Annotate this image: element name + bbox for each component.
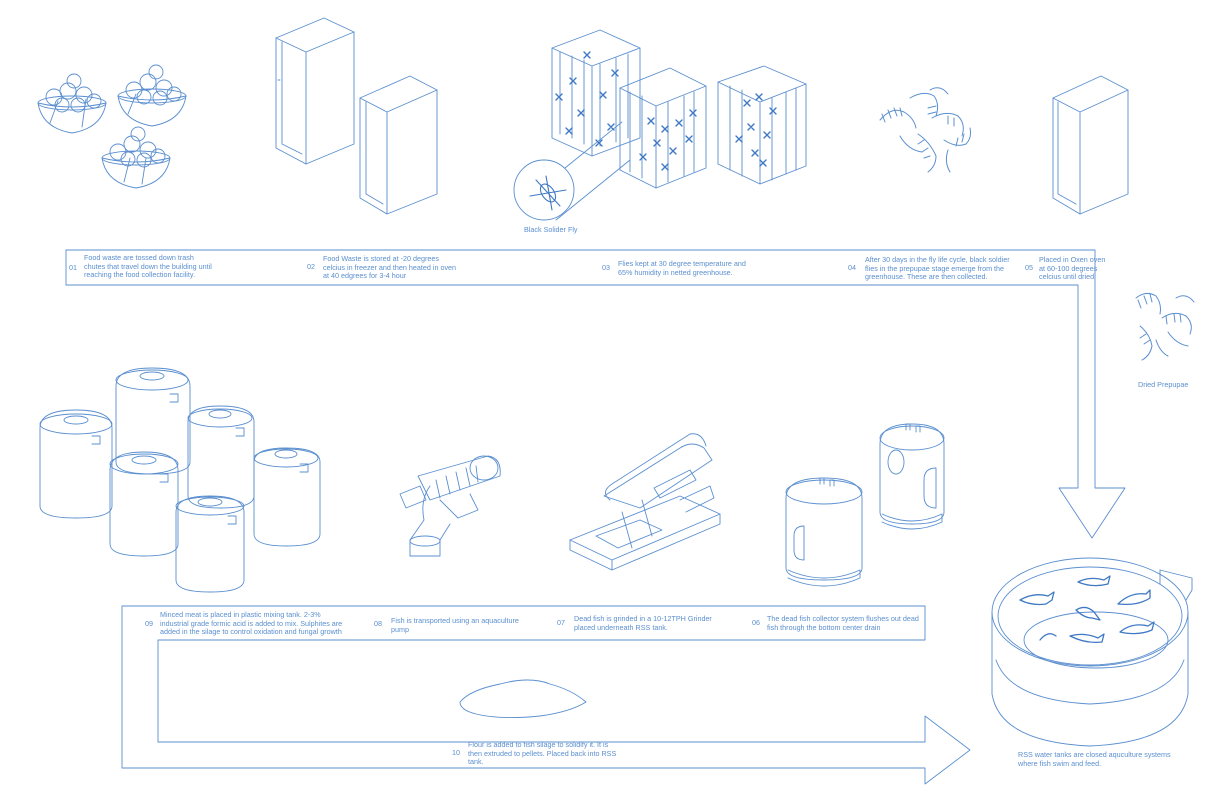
flow-arrow-top	[65, 249, 1126, 539]
flow-arrow-bottom	[121, 605, 971, 785]
fly-cage-illustration	[513, 29, 807, 221]
step-02-text: Food Waste is stored at -20 degrees celc…	[323, 254, 457, 281]
step-04-number: 04	[848, 263, 856, 272]
step-05-text: Placed in Oxen oven at 60-100 degrees ce…	[1039, 255, 1106, 282]
dried-prepupae-illustration	[1135, 292, 1195, 361]
step-01-text: Food waste are tossed down trash chutes …	[84, 253, 212, 280]
step-09-text: Minced meat is placed in plastic mixing …	[160, 610, 343, 637]
step-06-text: The dead fish collector system flushes o…	[767, 614, 919, 632]
step-03-number: 03	[602, 263, 610, 272]
step-02-number: 02	[307, 262, 315, 271]
fly-caption: Black Solider Fly	[524, 225, 578, 234]
step-09-number: 09	[145, 619, 153, 628]
grinder-illustration	[569, 433, 721, 571]
step-08-text: Fish is transported using an aquaculture…	[391, 616, 519, 634]
prepupae-caption: Dried Prepupae	[1138, 380, 1189, 389]
step-05-number: 05	[1025, 263, 1033, 272]
step-08-number: 08	[374, 619, 382, 628]
step-03-text: Flies kept at 30 degree temperature and …	[618, 259, 746, 277]
step-10-text: Flour is added to fish silage to solidif…	[468, 740, 617, 767]
step-04-text: After 30 days in the fly life cycle, bla…	[865, 255, 1010, 282]
step-01-number: 01	[69, 263, 77, 272]
fish-pellet-illustration	[459, 679, 587, 719]
food-waste-bowls-illustration	[37, 64, 187, 189]
dead-fish-collector-illustration	[785, 423, 945, 587]
larvae-illustration	[879, 87, 971, 173]
step-06-number: 06	[752, 618, 760, 627]
step-10-number: 10	[452, 748, 460, 757]
mixing-tanks-illustration	[39, 367, 321, 593]
step-07-text: Dead fish is grinded in a 10-12TPH Grind…	[574, 614, 712, 632]
rss-tank-illustration	[991, 557, 1193, 747]
rss-caption: RSS water tanks are closed aquculture sy…	[1018, 750, 1171, 768]
aquaculture-pump-illustration	[399, 455, 501, 557]
oven-illustration	[1052, 75, 1129, 215]
step-07-number: 07	[557, 618, 565, 627]
freezer-illustration	[275, 17, 438, 215]
